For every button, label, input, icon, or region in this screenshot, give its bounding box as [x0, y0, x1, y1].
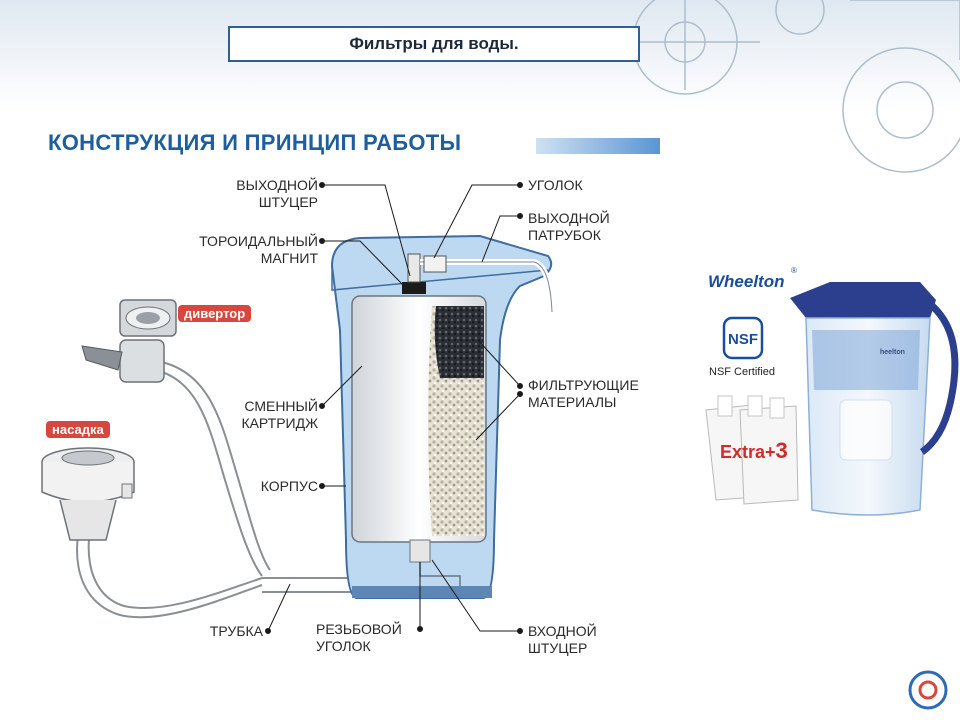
label-tube: ТРУБКА	[209, 623, 263, 639]
label-housing: КОРПУС	[260, 478, 318, 494]
label-line: ШТУЦЕР	[528, 640, 588, 656]
label-line: ВЫХОДНОЙ	[528, 210, 610, 226]
svg-text:NSF: NSF	[728, 331, 758, 348]
site-logo-icon	[908, 670, 948, 710]
extra-offer-count: 3	[775, 438, 788, 463]
replaceable-cartridge	[351, 295, 487, 586]
outlet-pipe	[420, 255, 555, 313]
label-line: КАРТРИДЖ	[241, 415, 318, 431]
nsf-badge: NSF	[722, 316, 764, 360]
nsf-caption: NSF Certified	[709, 366, 776, 378]
pitcher-icon	[790, 282, 959, 516]
label-threaded-elbow: РЕЗЬБОВОЙ УГОЛОК	[316, 621, 402, 655]
label-line: ВЫХОДНОЙ	[236, 177, 318, 193]
label-line: УГОЛОК	[316, 638, 371, 654]
brand-logo: Wheelton	[708, 272, 785, 291]
section-heading: КОНСТРУКЦИЯ И ПРИНЦИП РАБОТЫ	[48, 130, 462, 155]
label-line: ШТУЦЕР	[258, 194, 318, 210]
label-line: СМЕННЫЙ	[244, 398, 318, 414]
tag-diverter: дивертор	[178, 305, 252, 322]
diverter-icon	[81, 299, 177, 383]
brand-registered-mark: ®	[791, 266, 797, 275]
label-inlet-fitting: ВХОДНОЙ ШТУЦЕР	[528, 623, 597, 657]
nozzle-icon	[41, 447, 135, 541]
label-line: РЕЗЬБОВОЙ	[316, 621, 402, 637]
label-elbow: УГОЛОК	[528, 177, 583, 193]
label-replaceable-cartridge: СМЕННЫЙ КАРТРИДЖ	[241, 398, 318, 432]
label-outlet-fitting: ВЫХОДНОЙ ШТУЦЕР	[236, 177, 318, 211]
label-line: ТОРОИДАЛЬНЫЙ	[199, 233, 318, 249]
page-title: Фильтры для воды.	[228, 26, 640, 62]
label-toroidal-magnet: ТОРОИДАЛЬНЫЙ МАГНИТ	[199, 233, 318, 267]
heading-accent-bar	[536, 138, 660, 154]
label-line: ФИЛЬТРУЮЩИЕ	[528, 377, 639, 393]
extra-offer: Extra+3	[720, 438, 788, 464]
label-outlet-pipe: ВЫХОДНОЙ ПАТРУБОК	[528, 210, 610, 244]
replacement-cartridges-icon	[705, 395, 799, 505]
label-filter-media: ФИЛЬТРУЮЩИЕ МАТЕРИАЛЫ	[528, 377, 639, 411]
label-line: ПАТРУБОК	[528, 227, 601, 243]
toroidal-magnet	[402, 253, 426, 294]
extra-offer-prefix: Extra+	[720, 442, 776, 462]
label-line: МАГНИТ	[260, 250, 318, 266]
label-line: ВХОДНОЙ	[528, 623, 597, 639]
leader-lines	[265, 182, 523, 634]
tag-nozzle: насадка	[46, 421, 110, 438]
label-line: МАТЕРИАЛЫ	[528, 394, 617, 410]
pitcher-brand-text: heelton	[880, 349, 905, 356]
